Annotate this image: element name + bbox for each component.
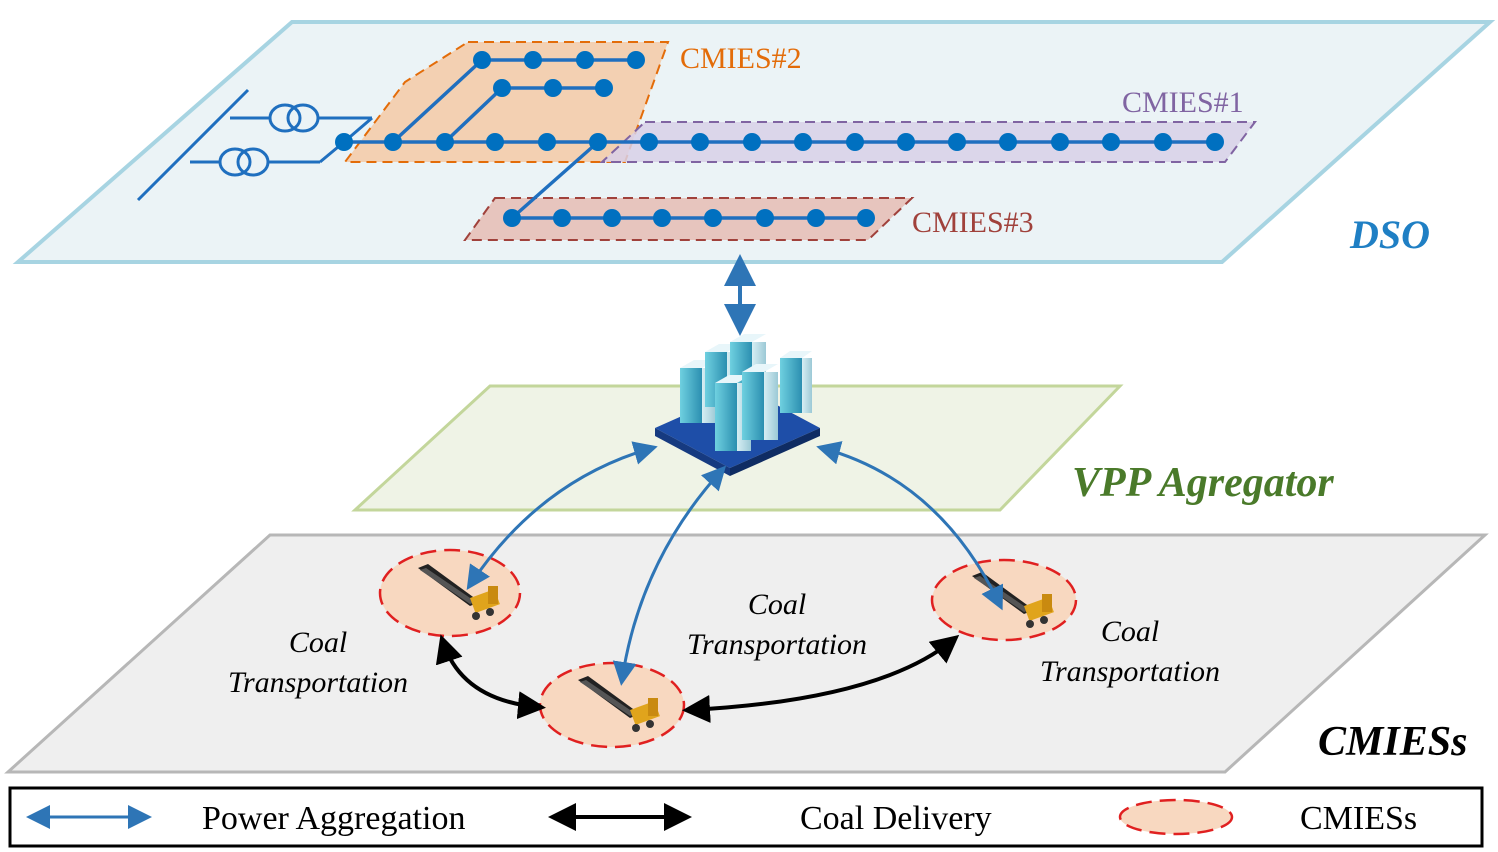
legend-power-label: Power Aggregation [202,800,465,837]
transformer-icon [136,88,373,202]
power-arrows [466,441,1004,686]
conveyor-icon [418,564,500,620]
bus-node [603,209,621,227]
bus-node [1154,133,1172,151]
cmies-layer-label: CMIESs [1318,719,1467,765]
zone-cmies-2-region [343,41,670,163]
cmies-unit-left [378,548,522,638]
power-arrow-middle [612,465,727,686]
bus-node [794,133,812,151]
zone-cmies-2-label: CMIES#2 [680,42,802,75]
bus-node [553,209,571,227]
bus-node [691,133,709,151]
bus-node [640,133,658,151]
bus-node [538,133,556,151]
power-arrow-left [466,441,658,590]
bus-node [743,133,761,151]
bus-node [999,133,1017,151]
legend-box [8,786,1484,848]
transport-label-left-line1: Coal [289,626,347,659]
bus-node [756,209,774,227]
coal-arrow-left [435,634,546,720]
cmies-unit-middle [538,661,686,749]
cmies-unit-right [930,558,1078,642]
legend-cmies-label: CMIESs [1300,800,1417,837]
bus-node [486,133,504,151]
bus-node [524,51,542,69]
bus-node [544,79,562,97]
dso-layer-label: DSO [1349,212,1430,257]
coal-arrow-right [682,634,960,723]
coal-arrows [435,634,960,723]
bus-node [436,133,454,151]
bus-node [493,79,511,97]
transport-label-middle-line1: Coal [748,588,806,621]
bus-node [595,79,613,97]
bus-node [503,209,521,227]
bus-node [704,209,722,227]
bus-node [1051,133,1069,151]
legend-cmies-icon [1118,798,1234,836]
bus-node [948,133,966,151]
bus-node [1102,133,1120,151]
conveyor-icon [578,676,660,732]
bus-node [846,133,864,151]
bus-node [589,133,607,151]
bus-node [335,133,353,151]
transport-label-middle-line2: Transportation [687,628,867,661]
vpp-layer: VPP Agregator [351,384,1334,512]
legend-coal-label: Coal Delivery [800,800,992,837]
network-nodes [335,51,1224,227]
bus-node [473,51,491,69]
legend: Power Aggregation Coal Delivery CMIESs [8,786,1484,848]
transport-label-right-line1: Coal [1101,615,1159,648]
zone-cmies-1-label: CMIES#1 [1122,86,1244,119]
zone-cmies-3-label: CMIES#3 [912,206,1034,239]
dso-layer: CMIES#2 CMIES#1 CMIES#3 DSO [12,20,1496,264]
transport-label-right-line2: Transportation [1040,655,1220,688]
bus-node [576,51,594,69]
bus-node [627,51,645,69]
bus-node [807,209,825,227]
bus-node [384,133,402,151]
bus-node [857,209,875,227]
transport-label-left-line2: Transportation [228,666,408,699]
bus-node [653,209,671,227]
power-arrow-right [816,441,1004,611]
vpp-layer-label: VPP Agregator [1072,460,1334,506]
bus-node [897,133,915,151]
server-cluster-icon [655,334,820,476]
bus-node [1206,133,1224,151]
